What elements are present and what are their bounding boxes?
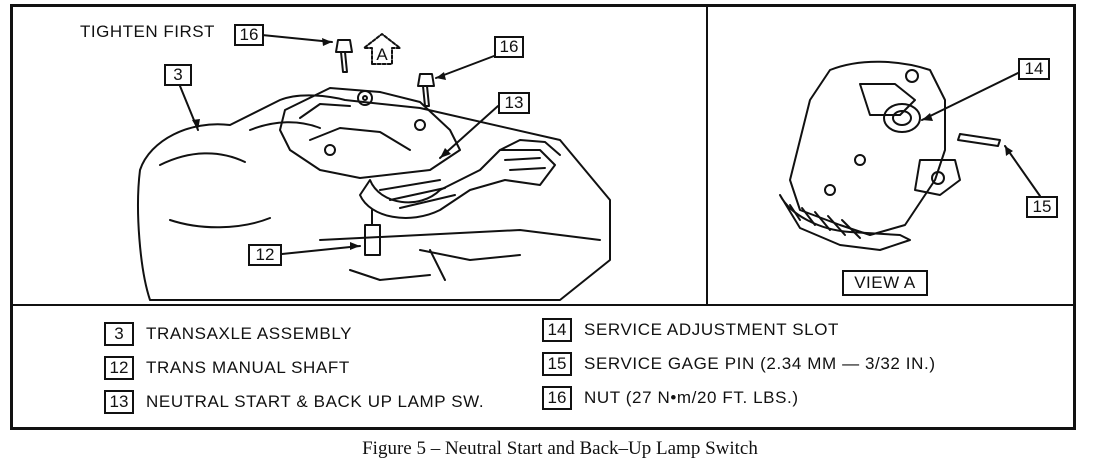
legend-num: 12 bbox=[104, 356, 134, 380]
callout-16-left: 16 bbox=[234, 24, 264, 46]
callout-16-right: 16 bbox=[494, 36, 524, 58]
legend-text: TRANS MANUAL SHAFT bbox=[146, 358, 350, 377]
gage-pin bbox=[957, 133, 1001, 147]
legend-item-12: 12 TRANS MANUAL SHAFT bbox=[104, 356, 350, 380]
legend-divider bbox=[10, 304, 1076, 306]
view-divider bbox=[706, 4, 708, 304]
legend-item-14: 14 SERVICE ADJUSTMENT SLOT bbox=[542, 318, 839, 342]
legend-text: NEUTRAL START & BACK UP LAMP SW. bbox=[146, 392, 485, 411]
figure-caption: Figure 5 – Neutral Start and Back–Up Lam… bbox=[362, 438, 758, 459]
legend-num: 15 bbox=[542, 352, 572, 376]
legend-item-15: 15 SERVICE GAGE PIN (2.34 MM — 3/32 IN.) bbox=[542, 352, 936, 376]
manual-shaft bbox=[364, 224, 381, 256]
switch-body bbox=[279, 87, 461, 179]
callout-13: 13 bbox=[498, 92, 530, 114]
legend-item-16: 16 NUT (27 N•m/20 FT. LBS.) bbox=[542, 386, 799, 410]
legend-text: SERVICE GAGE PIN (2.34 MM — 3/32 IN.) bbox=[584, 354, 936, 373]
callout-14: 14 bbox=[1018, 58, 1050, 80]
callout-12: 12 bbox=[248, 244, 282, 266]
legend-num: 14 bbox=[542, 318, 572, 342]
legend-num: 3 bbox=[104, 322, 134, 346]
transaxle-housing bbox=[137, 94, 611, 301]
legend-item-13: 13 NEUTRAL START & BACK UP LAMP SW. bbox=[104, 390, 484, 414]
view-arrow-letter: A bbox=[376, 45, 388, 64]
adjustment-slot bbox=[883, 103, 921, 133]
view-a-label: VIEW A bbox=[842, 270, 928, 296]
callout-3: 3 bbox=[164, 64, 192, 86]
bolt-left bbox=[335, 39, 353, 73]
legend-item-3: 3 TRANSAXLE ASSEMBLY bbox=[104, 322, 352, 346]
bolt-right bbox=[417, 73, 435, 107]
callout-15: 15 bbox=[1026, 196, 1058, 218]
legend-num: 16 bbox=[542, 386, 572, 410]
figure-frame bbox=[10, 4, 1076, 430]
view-arrow-icon bbox=[363, 33, 401, 65]
wiring-harness bbox=[359, 149, 556, 219]
tighten-first-label: TIGHTEN FIRST bbox=[80, 22, 215, 41]
legend-text: SERVICE ADJUSTMENT SLOT bbox=[584, 320, 840, 339]
legend-text: TRANSAXLE ASSEMBLY bbox=[146, 324, 353, 343]
legend-num: 13 bbox=[104, 390, 134, 414]
legend-text: NUT (27 N•m/20 FT. LBS.) bbox=[584, 388, 799, 407]
switch-view-a bbox=[789, 60, 946, 236]
